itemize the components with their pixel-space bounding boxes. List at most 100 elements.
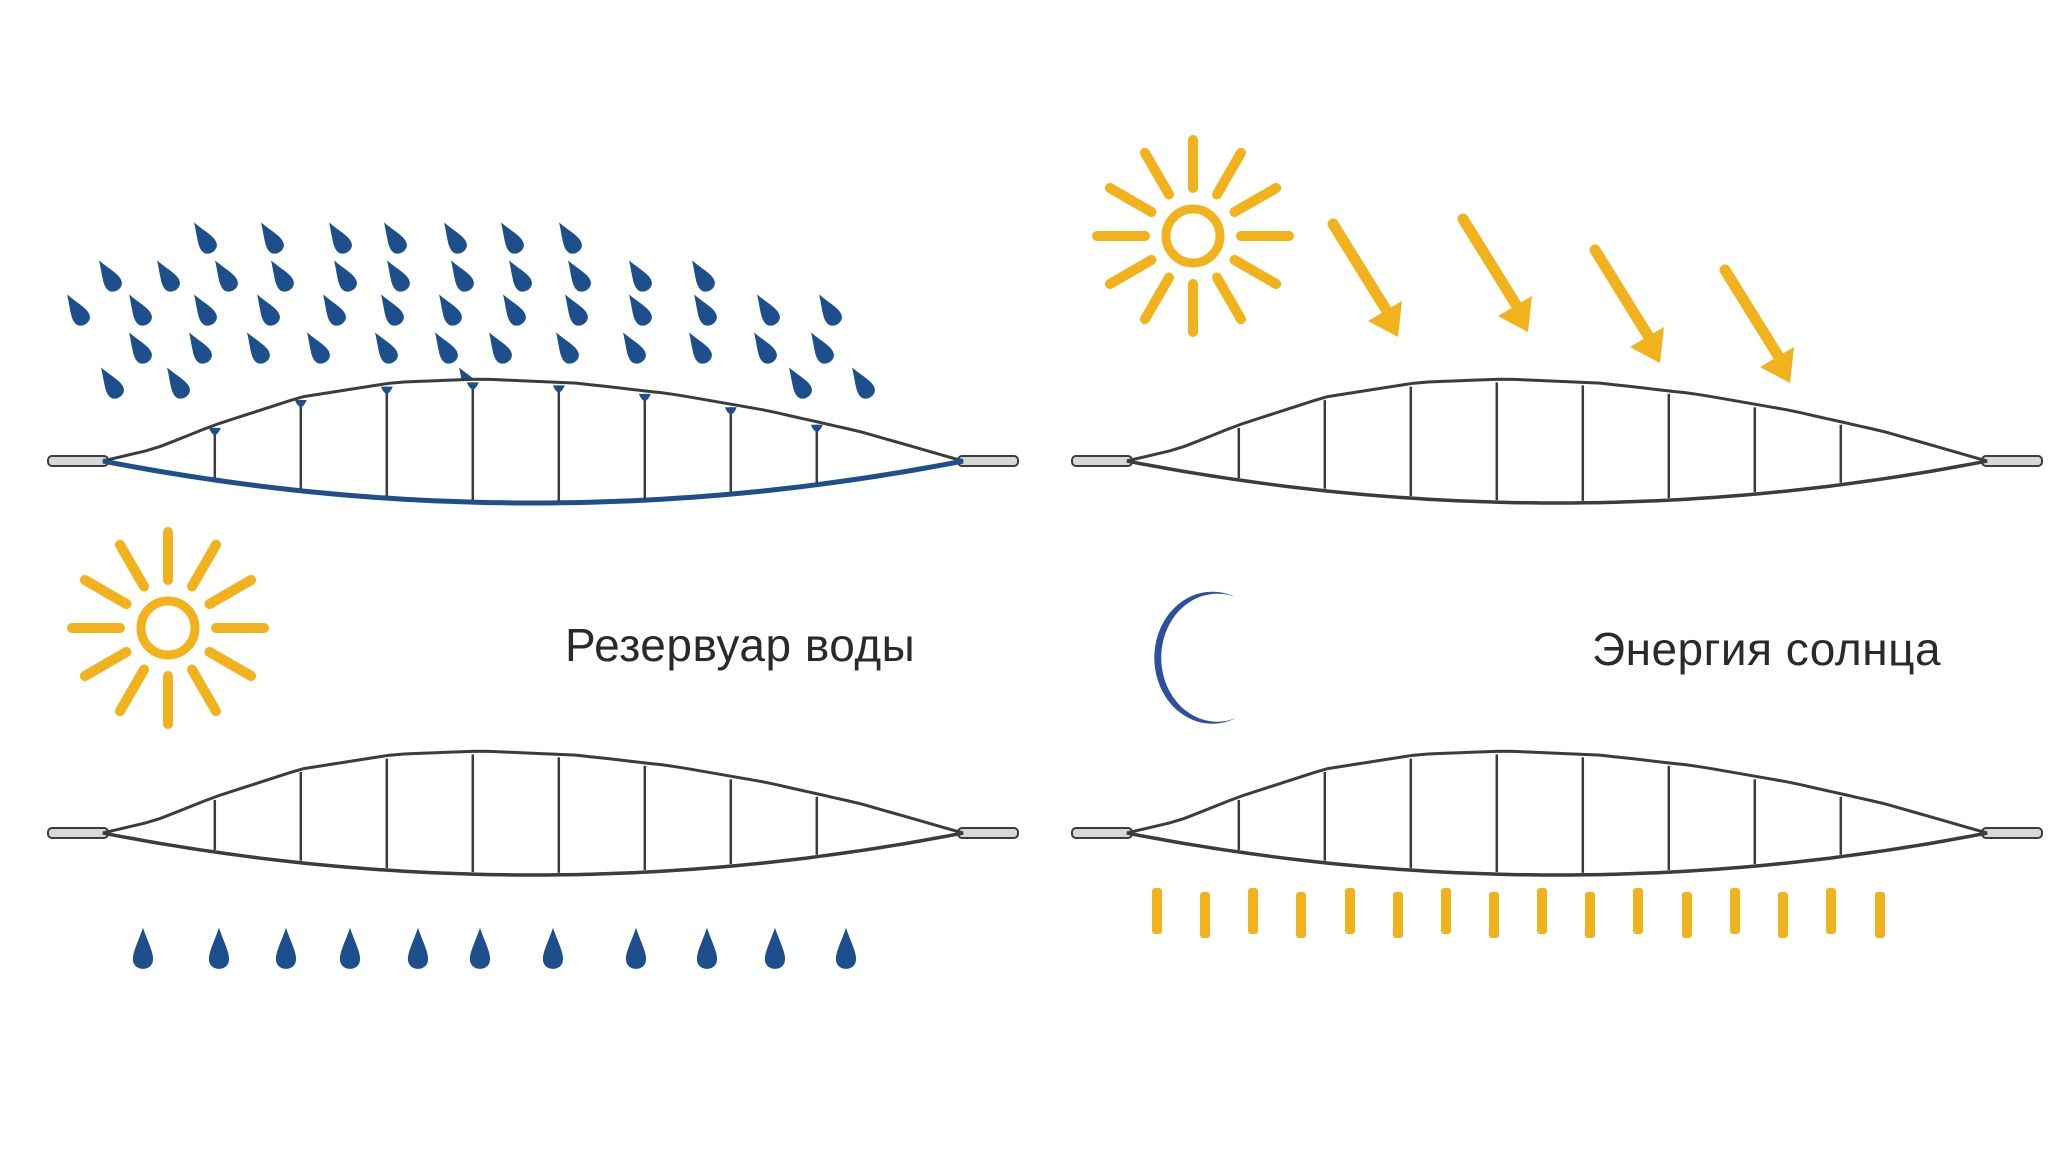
drop-shape: [819, 294, 842, 326]
drop-shape: [375, 332, 398, 364]
rain-layer: [67, 222, 875, 399]
drop-shape: [764, 927, 786, 969]
rain-drop-icon: [167, 367, 190, 399]
drop-shape: [542, 927, 564, 969]
rain-drop-icon: [329, 222, 352, 254]
panel-water-release: [47, 749, 1019, 877]
heat-bar-icon: [1393, 892, 1403, 938]
drop-shape: [334, 260, 357, 292]
rain-drop-icon: [489, 332, 512, 364]
drop-shape: [696, 927, 718, 969]
rain-drop-icon: [189, 332, 212, 364]
arrow-icon: [1327, 218, 1402, 337]
drop-shape: [387, 260, 410, 292]
sun-ray: [1229, 255, 1282, 289]
drop-shape: [67, 294, 90, 326]
rain-drop-icon: [208, 927, 230, 969]
drop-shape: [129, 294, 152, 326]
rain-drop-icon: [623, 332, 646, 364]
drop-shape: [194, 294, 217, 326]
arrow-head: [1630, 327, 1664, 363]
drop-shape: [556, 332, 579, 364]
drop-shape: [811, 332, 834, 364]
rain-drop-icon: [509, 260, 532, 292]
moon-crescent: [1154, 591, 1236, 724]
sun-ray: [1104, 255, 1157, 289]
sun-ray: [115, 664, 149, 717]
drip-layer: [132, 927, 857, 969]
drop-shape: [469, 927, 491, 969]
drop-shape: [623, 332, 646, 364]
panel-sun-heating: [1071, 377, 2043, 505]
left-flange: [47, 455, 109, 467]
drop-shape: [189, 332, 212, 364]
rain-drop-icon: [819, 294, 842, 326]
bottom-membrane: [1126, 831, 1988, 877]
cushion-outline: [1126, 377, 1988, 505]
rain-drop-icon: [501, 222, 524, 254]
drop-shape: [215, 260, 238, 292]
sun-ray: [187, 664, 221, 717]
heat-bar-icon: [1875, 892, 1885, 938]
rain-drop-icon: [157, 260, 180, 292]
bottom-membrane: [102, 458, 964, 506]
rain-drop-icon: [307, 332, 330, 364]
right-flange: [957, 827, 1019, 839]
rain-drop-icon: [811, 332, 834, 364]
drop-shape: [835, 927, 857, 969]
water-bead: [638, 393, 651, 401]
rain-drop-icon: [439, 294, 462, 326]
heat-bar-icon: [1152, 888, 1162, 934]
water-bead: [724, 407, 737, 415]
water-bead: [466, 382, 479, 390]
drop-shape: [789, 367, 812, 399]
drop-shape: [271, 260, 294, 292]
heat-release-layer: [1152, 888, 1885, 938]
arrow-shaft: [1589, 244, 1658, 348]
rain-drop-icon: [568, 260, 591, 292]
rain-drop-icon: [129, 294, 152, 326]
drop-shape: [132, 927, 154, 969]
drop-shape: [99, 260, 122, 292]
rain-drop-icon: [339, 927, 361, 969]
rain-drop-icon: [407, 927, 429, 969]
drop-shape: [194, 222, 217, 254]
drop-shape: [565, 294, 588, 326]
rain-drop-icon: [625, 927, 647, 969]
caption-water-reservoir: Резервуар воды: [565, 619, 916, 671]
sun-ray: [204, 647, 257, 681]
rain-drop-icon: [629, 294, 652, 326]
rain-drop-icon: [323, 294, 346, 326]
drop-shape: [509, 260, 532, 292]
water-bead: [552, 385, 565, 393]
sun-core: [136, 596, 200, 660]
drop-shape: [381, 294, 404, 326]
arrow-head: [1760, 347, 1794, 383]
drop-shape: [167, 367, 190, 399]
arrow-head: [1368, 301, 1402, 337]
water-bead: [380, 386, 393, 394]
drop-shape: [101, 367, 124, 399]
left-flange: [1071, 455, 1133, 467]
drop-shape: [757, 294, 780, 326]
rain-drop-icon: [99, 260, 122, 292]
rain-drop-icon: [764, 927, 786, 969]
drop-shape: [275, 927, 297, 969]
rain-drop-icon: [694, 294, 717, 326]
drop-shape: [444, 222, 467, 254]
drop-shape: [129, 332, 152, 364]
rain-drop-icon: [559, 222, 582, 254]
arrow-head: [1498, 296, 1532, 332]
sun-core: [1161, 204, 1225, 268]
rain-drop-icon: [469, 927, 491, 969]
drop-shape: [208, 927, 230, 969]
drop-shape: [257, 294, 280, 326]
bottom-membrane: [102, 831, 964, 877]
arrow-shaft: [1457, 213, 1526, 317]
rain-drop-icon: [67, 294, 90, 326]
drop-shape: [501, 222, 524, 254]
drop-shape: [384, 222, 407, 254]
sun-ray: [1212, 147, 1246, 200]
heat-bar-icon: [1489, 892, 1499, 938]
